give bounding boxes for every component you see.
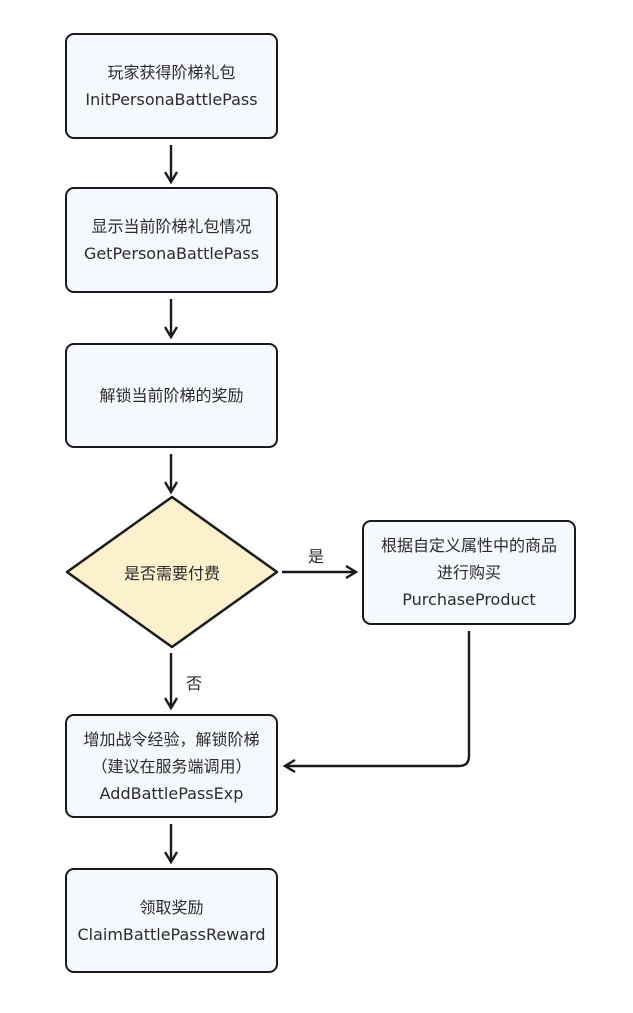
decision-diamond (65, 495, 279, 649)
node-claim-reward: 领取奖励 ClaimBattlePassReward (65, 868, 278, 973)
node-api-name: GetPersonaBattlePass (83, 244, 260, 263)
node-purchase-product: 根据自定义属性中的商品 进行购买 PurchaseProduct (362, 520, 576, 625)
node-text: 进行购买 (436, 563, 501, 582)
edge-label-yes: 是 (308, 547, 325, 566)
node-api-name: PurchaseProduct (402, 590, 536, 609)
node-init-battle-pass: 玩家获得阶梯礼包 InitPersonaBattlePass (65, 33, 278, 139)
node-api-name: ClaimBattlePassReward (77, 924, 266, 944)
node-text: 领取奖励 (139, 897, 204, 917)
node-text: 根据自定义属性中的商品 (380, 536, 557, 555)
node-text: 解锁当前阶梯的奖励 (99, 386, 244, 405)
node-text: 显示当前阶梯礼包情况 (91, 217, 252, 236)
node-add-battle-pass-exp: 增加战令经验，解锁阶梯 （建议在服务端调用） AddBattlePassExp (65, 714, 278, 818)
arrow-purchase-to-addexp (285, 631, 471, 766)
edge-label-no: 否 (186, 674, 203, 693)
node-text: 玩家获得阶梯礼包 (107, 63, 236, 82)
node-api-name: AddBattlePassExp (99, 783, 244, 803)
node-get-battle-pass: 显示当前阶梯礼包情况 GetPersonaBattlePass (65, 187, 278, 293)
node-unlock-reward: 解锁当前阶梯的奖励 (65, 343, 278, 448)
node-text: 增加战令经验，解锁阶梯 (83, 729, 260, 749)
node-api-name: InitPersonaBattlePass (85, 90, 258, 109)
node-note: （建议在服务端调用） (91, 756, 252, 776)
decision-label: 是否需要付费 (123, 564, 220, 583)
